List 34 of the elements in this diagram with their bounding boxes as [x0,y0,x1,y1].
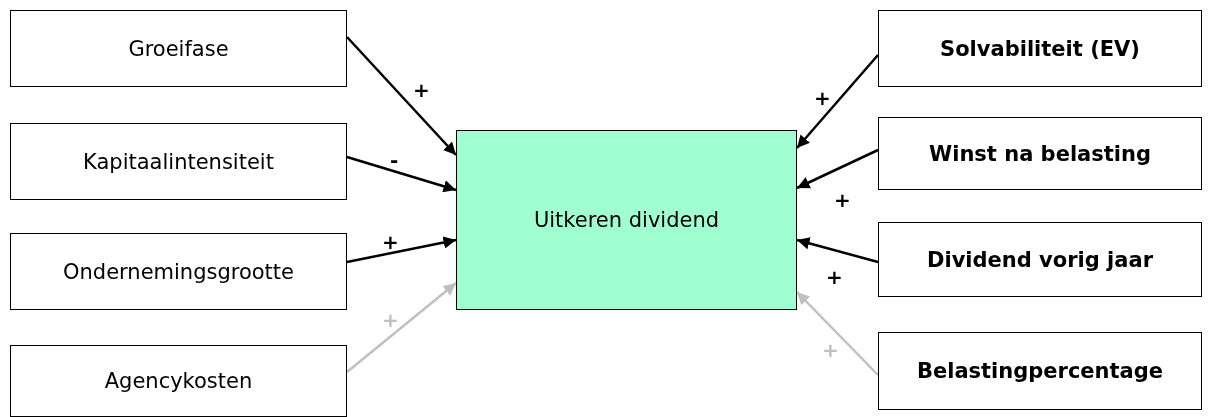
factor-box [878,117,1202,190]
factor-box [10,123,347,200]
factor-box [10,10,347,87]
factor-box [10,233,347,310]
box-label: Dividend vorig jaar [927,247,1153,272]
arrow [796,148,879,190]
factor-box [878,332,1202,410]
arrow [346,282,457,373]
factor-box [878,222,1202,297]
factor-box [878,10,1202,87]
factor-box [10,345,347,417]
box-label: Uitkeren dividend [533,208,720,232]
edge-label: + [834,190,851,210]
edge-label: + [826,267,843,287]
box-label: Belastingpercentage [916,359,1164,383]
arrow [346,36,457,156]
box-label: Kapitaalintensiteit [83,149,274,174]
box-label: Winst na belasting [929,141,1151,166]
arrow [346,155,457,193]
arrow [796,237,879,264]
edge-label: + [382,232,399,252]
arrow [796,54,879,149]
arrow [796,291,879,376]
edge-label: + [822,340,839,360]
outcome-box [456,130,797,310]
edge-label: - [390,150,399,170]
edge-label: + [814,88,831,108]
box-label: Solvabiliteit (EV) [940,36,1140,61]
box-label: Ondernemingsgrootte [62,259,294,284]
edge-label: + [413,80,430,100]
box-label: Agencykosten [104,369,253,393]
edge-label: + [382,310,399,330]
box-label: Groeifase [128,36,229,61]
arrow [346,236,457,264]
